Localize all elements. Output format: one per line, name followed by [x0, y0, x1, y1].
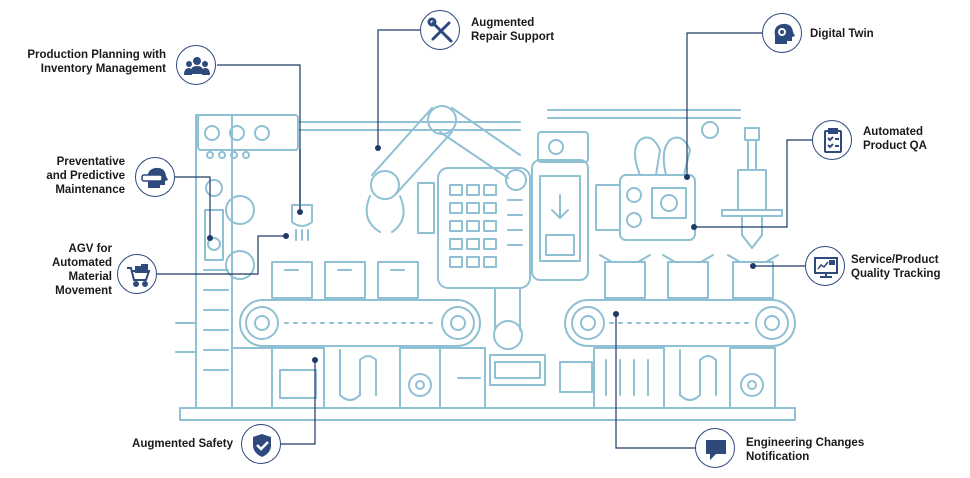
cart-icon: [117, 254, 157, 294]
right-unit: [619, 174, 696, 241]
callout-text-line: Quality Tracking: [851, 268, 941, 280]
conveyor-left: [239, 299, 481, 347]
callout-text-line: Inventory Management: [40, 63, 166, 75]
callout-predictive-maintenance: Preventative and Predictive Maintenance: [46, 155, 125, 197]
callout-quality-tracking: Service/Product Quality Tracking: [851, 253, 940, 281]
leader-engineering-changes: [615, 314, 695, 449]
leader-digital-twin: [686, 32, 762, 177]
control-console: [437, 167, 531, 289]
callout-text-line: Preventative: [56, 156, 125, 168]
callout-text-line: Digital Twin: [810, 28, 874, 40]
callout-text-line: Production Planning with: [27, 49, 166, 61]
callout-production-planning: Production Planning with Inventory Manag…: [27, 48, 166, 76]
conveyor-right: [564, 299, 796, 347]
callout-safety: Augmented Safety: [132, 437, 233, 451]
callout-text-line: Material: [68, 271, 112, 283]
callout-text-line: Maintenance: [55, 184, 125, 196]
people-group-icon: [176, 45, 216, 85]
callout-agv: AGV for Automated Material Movement: [52, 242, 112, 298]
chat-bubble-icon: [695, 428, 735, 468]
wrench-screwdriver-icon: [420, 10, 460, 50]
callout-text-line: Movement: [55, 285, 112, 297]
leader-predictive-maintenance: [175, 176, 211, 238]
callout-repair-support: Augmented Repair Support: [471, 16, 554, 44]
tablet-screen: [531, 159, 589, 281]
leader-lines: [157, 29, 812, 449]
leader-repair-support: [377, 29, 420, 148]
vr-headset-icon: [135, 157, 175, 197]
head-profile-icon: [762, 13, 802, 53]
callout-text-line: AGV for: [68, 243, 112, 255]
clipboard-check-icon: [812, 120, 852, 160]
callout-engineering-changes: Engineering Changes Notification: [746, 436, 864, 464]
leader-agv: [157, 235, 286, 275]
callout-text-line: Augmented: [471, 17, 535, 29]
callout-text-line: and Predictive: [46, 170, 125, 182]
callout-text-line: Service/Product: [851, 254, 939, 266]
leader-safety: [281, 360, 316, 445]
callout-product-qa: Automated Product QA: [863, 125, 927, 153]
callout-text-line: Notification: [746, 451, 810, 463]
shield-check-icon: [241, 424, 281, 464]
callout-text-line: Automated: [51, 257, 112, 269]
callout-text-line: Engineering Changes: [746, 437, 865, 449]
callout-text-line: Augmented Safety: [132, 438, 233, 450]
leader-production-planning: [217, 64, 301, 212]
machine-base: [179, 407, 796, 421]
callout-text-line: Automated: [863, 126, 924, 138]
callout-text-line: Product QA: [863, 140, 927, 152]
callout-text-line: Repair Support: [471, 31, 555, 43]
callout-digital-twin: Digital Twin: [810, 27, 874, 41]
monitor-dashboard-icon: [805, 246, 845, 286]
leader-product-qa: [694, 139, 812, 228]
